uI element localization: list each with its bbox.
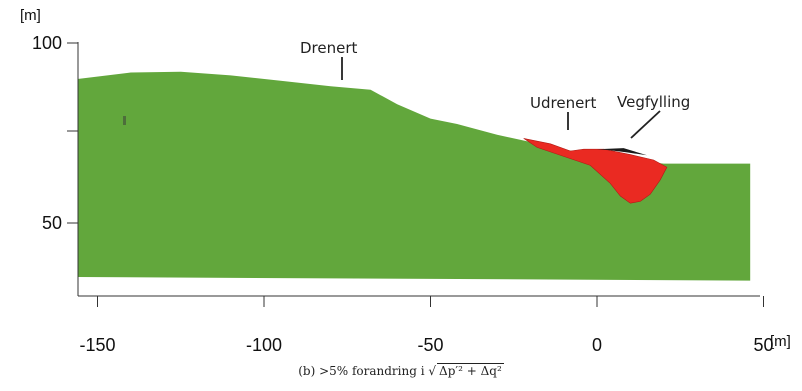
caption-text: (b) >5% forandring i [298,364,429,378]
deformation-region [523,138,668,204]
annotations: Drenert Udrenert Vegfylling [300,39,690,139]
y-unit-label: [m] [20,7,41,24]
x-tick-label-0: 0 [592,335,602,355]
caption-formula: Δp′² + Δq² [437,363,504,378]
x-tick-label-minus150: -150 [79,335,115,355]
caption-sqrt-symbol: √ [428,364,437,378]
x-tick-label-minus50: -50 [417,335,443,355]
x-axis: -150 -100 -50 0 50 [m] [78,295,791,355]
annotation-drenert: Drenert [300,39,358,57]
x-tick-label-50: 50 [753,335,773,355]
plot-area [77,71,751,281]
figure-caption: (b) >5% forandring i √Δp′² + Δq² [0,363,802,378]
annotation-vegfylling: Vegfylling [617,93,690,111]
road-fill-region [597,148,647,156]
y-tick-label-50: 50 [42,213,62,233]
x-tick-label-minus100: -100 [246,335,282,355]
soil-region [77,71,751,281]
y-tick-label-100: 100 [32,33,62,53]
y-axis: 50 100 [m] [20,7,79,296]
x-unit-label: [m] [770,333,791,350]
annotation-vegfylling-pointer [630,110,661,139]
annotation-udrenert: Udrenert [530,94,596,112]
soil-speck [123,116,126,125]
